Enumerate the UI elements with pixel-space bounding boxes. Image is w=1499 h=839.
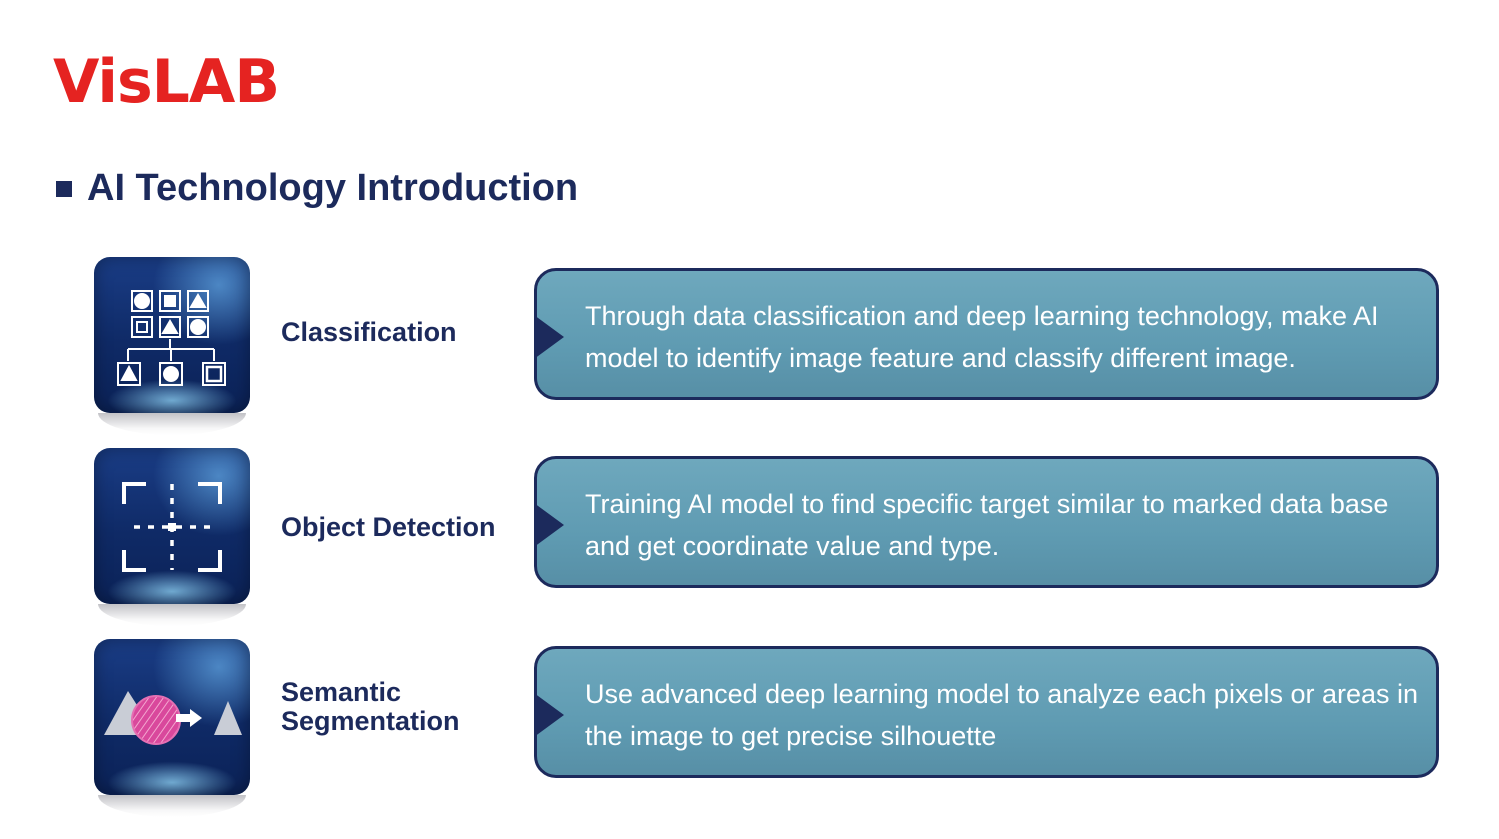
description-text: Training AI model to find specific targe… <box>585 489 1389 561</box>
box-pointer-icon <box>534 693 564 737</box>
description-box: Through data classification and deep lea… <box>534 268 1439 400</box>
description-box: Use advanced deep learning model to anal… <box>534 646 1439 778</box>
page-title: AI Technology Introduction <box>87 167 579 209</box>
description-text: Through data classification and deep lea… <box>585 301 1379 373</box>
section-heading: AI Technology Introduction <box>56 166 578 210</box>
vislab-logo: VisLAB <box>53 47 280 117</box>
classification-hierarchy-icon <box>94 257 250 413</box>
technology-row-object-detection: Object Detection Training AI model to fi… <box>0 448 1499 626</box>
description-text: Use advanced deep learning model to anal… <box>585 679 1419 751</box>
item-label: Semantic Segmentation <box>281 677 460 736</box>
item-label: Classification <box>281 317 457 347</box>
box-pointer-icon <box>534 503 564 547</box>
technology-row-classification: Classification Through data classificati… <box>0 257 1499 435</box>
box-pointer-icon <box>534 315 564 359</box>
description-box: Training AI model to find specific targe… <box>534 456 1439 588</box>
technology-row-semantic-segmentation: Semantic Segmentation Use advanced deep … <box>0 639 1499 817</box>
semantic-segmentation-icon <box>94 639 250 795</box>
square-bullet-icon <box>56 181 72 197</box>
item-label: Object Detection <box>281 512 496 542</box>
object-detection-frame-icon <box>94 448 250 604</box>
